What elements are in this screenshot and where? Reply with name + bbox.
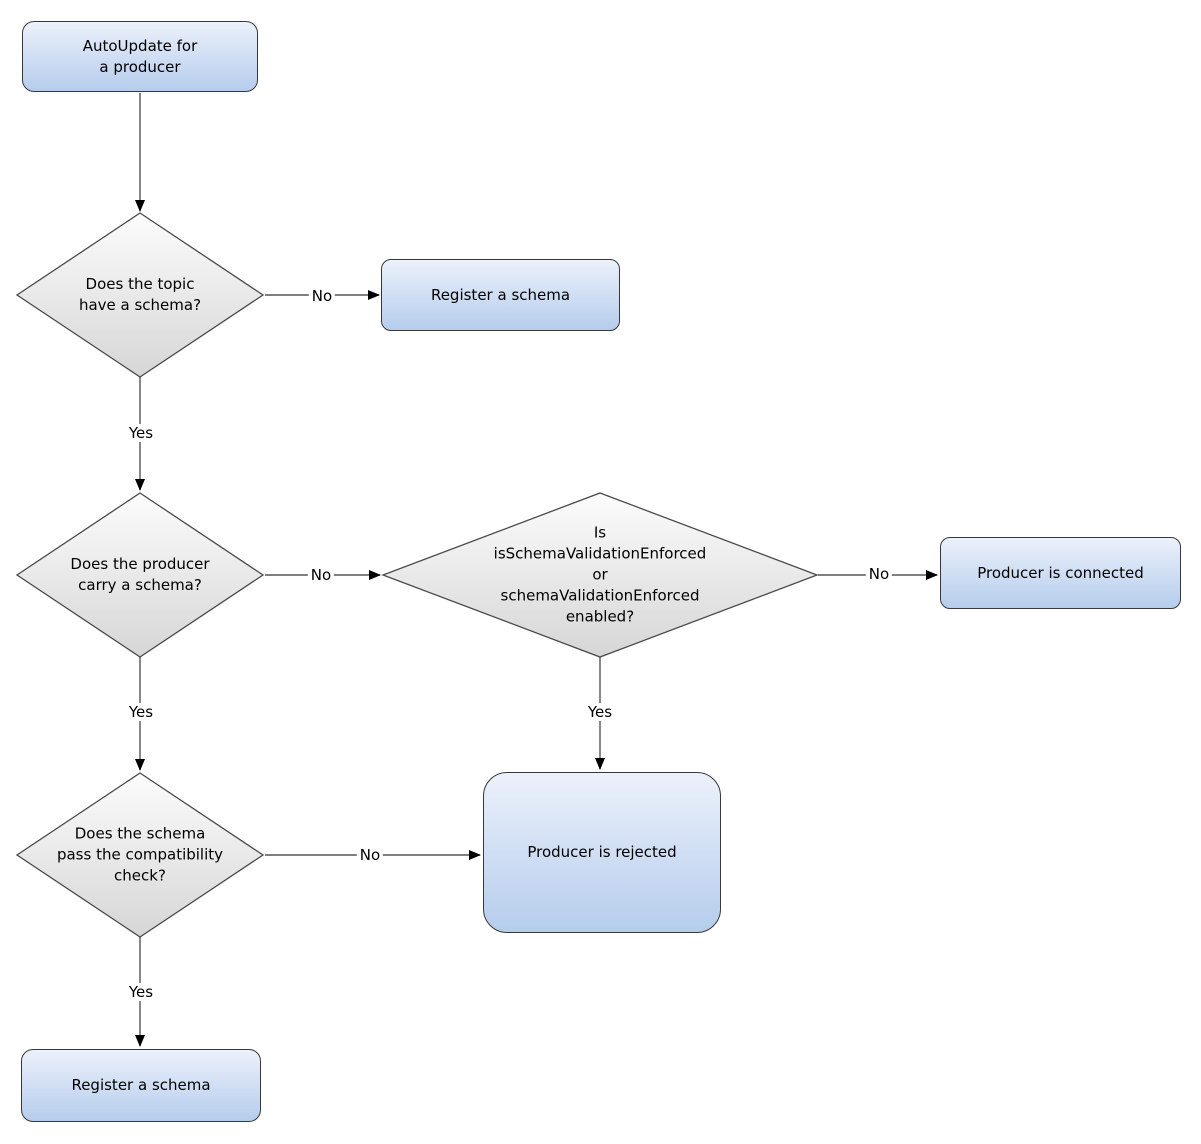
node-register-schema-top: Register a schema [381,259,620,331]
node-start: AutoUpdate for a producer [22,21,258,92]
edge-label-carry-yes: Yes [125,703,157,721]
edge-label-enforced-no: No [865,565,893,583]
edge-label-topic-yes: Yes [125,424,157,442]
edge-label-compat-yes: Yes [125,983,157,1001]
decision-producer-carries-schema-label: Does the producer carry a schema? [70,555,210,594]
node-producer-connected: Producer is connected [940,537,1181,609]
decision-topic-has-schema-shape [15,212,265,378]
edge-label-enforced-yes: Yes [584,703,616,721]
decision-validation-enforced-shape [381,492,819,658]
node-producer-rejected: Producer is rejected [483,772,721,933]
edge-label-carry-no: No [307,566,335,584]
edge-label-compat-no: No [356,846,384,864]
decision-compatibility-check-label: Does the schema pass the compatibility c… [56,824,224,885]
node-register-schema-bottom: Register a schema [21,1049,261,1122]
decision-producer-carries-schema-shape [15,492,265,658]
decision-compatibility-check-shape [15,772,265,938]
decision-validation-enforced-label: Is isSchemaValidationEnforced or schemaV… [493,523,707,626]
decision-topic-has-schema-label: Does the topic have a schema? [78,275,202,314]
edge-label-topic-no: No [308,287,336,305]
